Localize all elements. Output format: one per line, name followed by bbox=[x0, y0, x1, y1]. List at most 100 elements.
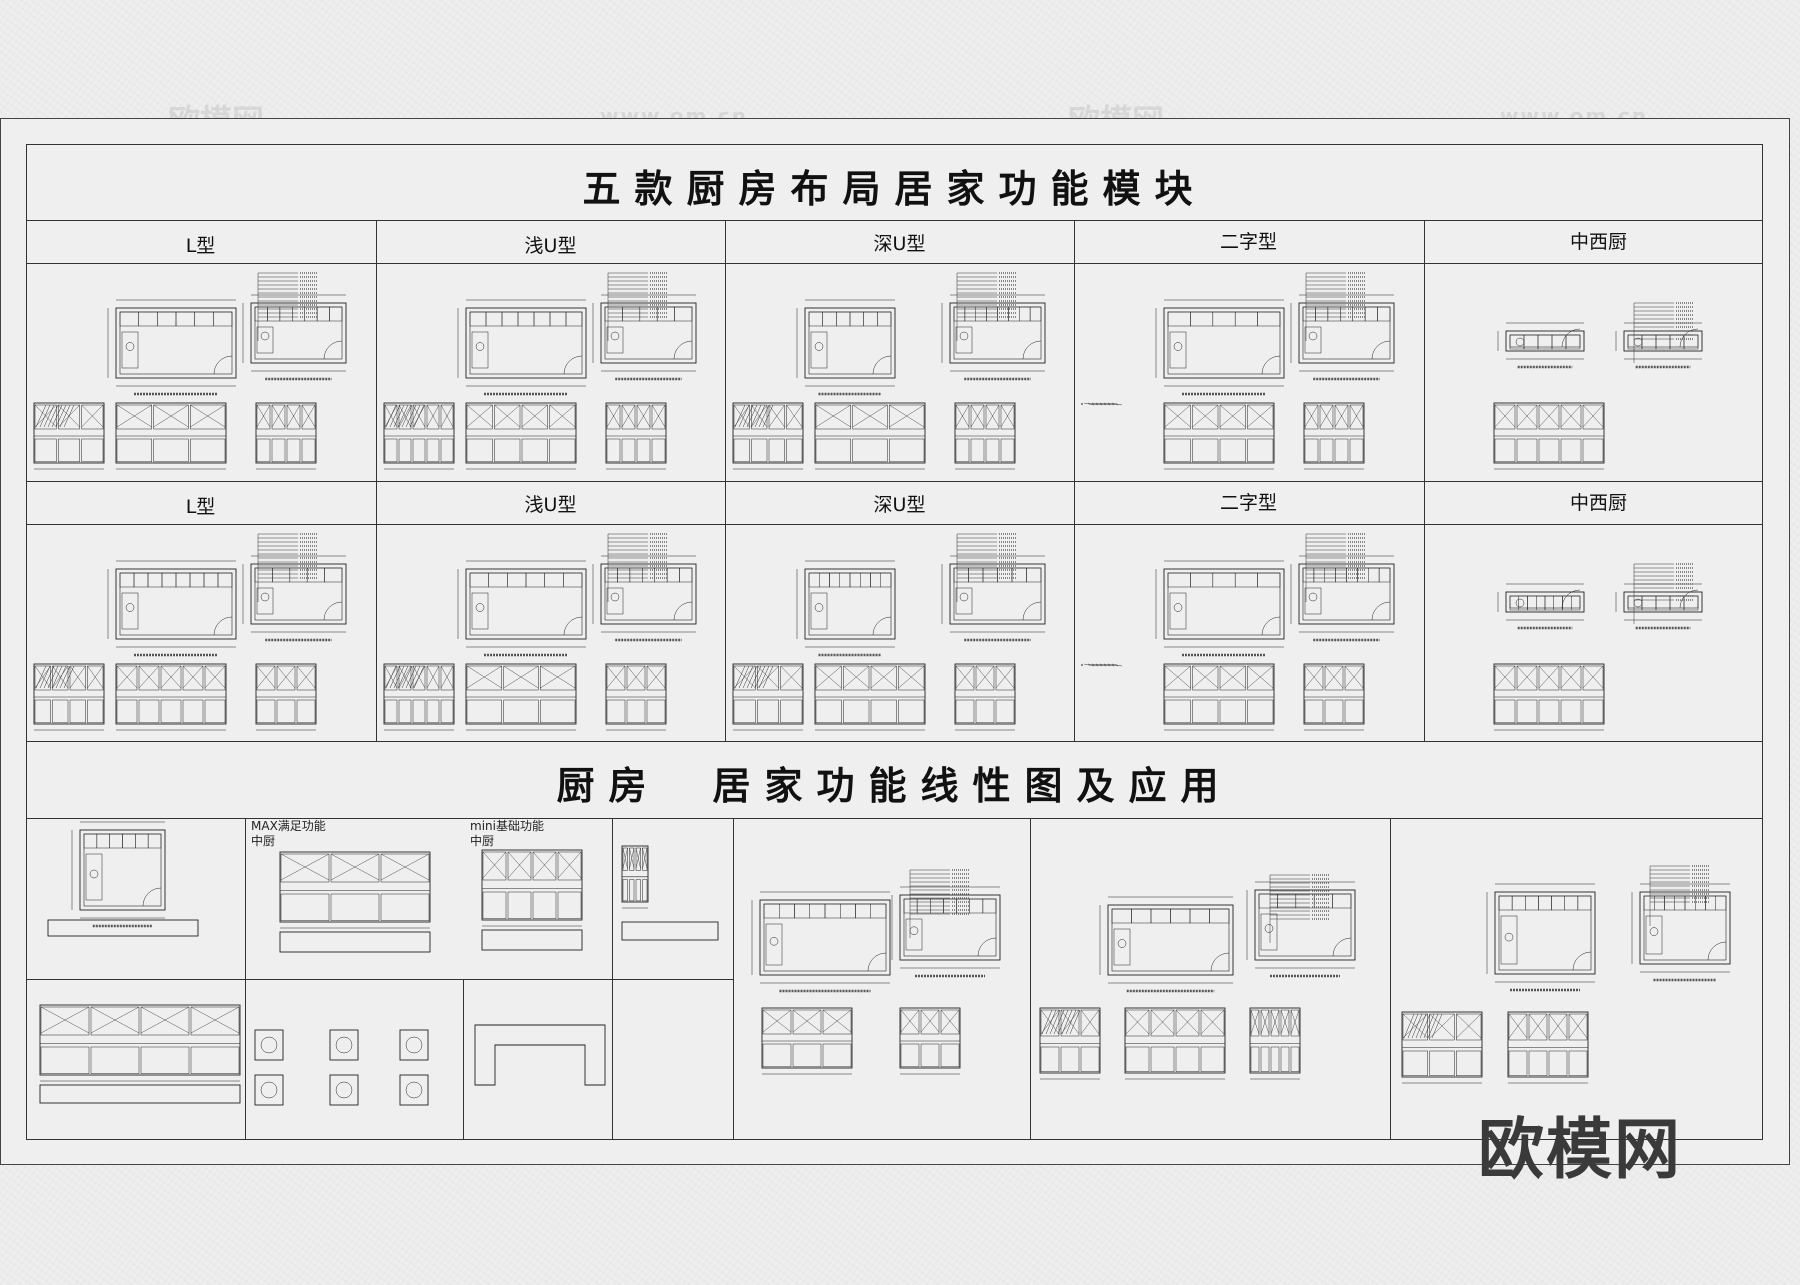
upper-cabinet bbox=[532, 851, 557, 881]
window-hatch bbox=[742, 665, 754, 689]
door-swing bbox=[1679, 328, 1699, 348]
elevation-outline bbox=[33, 663, 105, 725]
floor-plan-wall bbox=[1167, 572, 1281, 636]
cabinet-module bbox=[316, 306, 330, 322]
base-cabinet bbox=[557, 891, 582, 919]
upper-cabinet bbox=[1080, 1009, 1100, 1037]
side-counter bbox=[955, 326, 973, 354]
floor-plan-wall bbox=[1498, 895, 1592, 971]
cabinet-module bbox=[982, 898, 997, 914]
elevation-outline bbox=[814, 663, 926, 725]
plan-strip bbox=[279, 931, 431, 953]
upper-cabinet bbox=[1164, 404, 1191, 430]
appliance-symbol bbox=[329, 1074, 359, 1106]
base-cabinet bbox=[521, 438, 548, 463]
sink-symbol bbox=[1515, 598, 1525, 608]
door-swing bbox=[1022, 340, 1042, 360]
side-counter bbox=[121, 592, 139, 630]
side-counter bbox=[256, 587, 274, 615]
window-hatch bbox=[1083, 402, 1095, 406]
cabinet-cross bbox=[296, 665, 316, 689]
base-cabinet bbox=[482, 891, 507, 919]
floor-plan-outline bbox=[465, 307, 587, 379]
floor-plan-outline bbox=[1107, 904, 1234, 976]
cabinet-module bbox=[836, 311, 851, 327]
door-swing bbox=[323, 601, 343, 621]
cabinet-module bbox=[656, 306, 675, 322]
upper-cabinet bbox=[985, 404, 1000, 430]
window-hatch bbox=[1087, 663, 1099, 667]
sink-symbol bbox=[1173, 342, 1183, 351]
base-cabinet bbox=[1304, 438, 1319, 463]
base-cabinet bbox=[762, 1043, 792, 1068]
elevation-outline bbox=[899, 1007, 961, 1069]
cabinet-cross bbox=[920, 1009, 940, 1033]
base-cabinet bbox=[1250, 1046, 1260, 1072]
base-cabinet bbox=[1344, 699, 1364, 724]
floor-plan-outline bbox=[1623, 591, 1703, 613]
cabinet-cross bbox=[1080, 1009, 1100, 1035]
elevation-outline bbox=[954, 663, 1016, 725]
base-cabinet bbox=[40, 1046, 90, 1074]
cabinet-module bbox=[517, 311, 535, 327]
cabinet-module bbox=[808, 311, 823, 327]
upper-cabinet bbox=[1494, 404, 1516, 430]
label-mini-text: mini基础功能 bbox=[470, 819, 544, 833]
cabinet-cross bbox=[1582, 665, 1604, 689]
window-hatch bbox=[43, 404, 55, 428]
upper-cabinet bbox=[466, 404, 493, 430]
elevation-outline bbox=[383, 402, 455, 464]
upper-cabinet bbox=[1548, 1013, 1568, 1041]
window-hatch bbox=[47, 404, 59, 428]
upper-cabinet bbox=[256, 665, 276, 691]
cabinet-module bbox=[525, 572, 545, 588]
cabinet-cross bbox=[985, 404, 1000, 428]
window-hatch bbox=[389, 404, 401, 428]
base-cabinet bbox=[1456, 1050, 1482, 1076]
upper-cabinet bbox=[1582, 404, 1604, 430]
cabinet-module bbox=[1577, 895, 1592, 911]
upper-cabinet bbox=[1334, 404, 1349, 430]
window-hatch bbox=[738, 404, 750, 428]
floor-plan-wall bbox=[1509, 334, 1581, 348]
window-hatch bbox=[758, 404, 770, 428]
upper-cabinet bbox=[852, 404, 888, 430]
base-cabinet bbox=[426, 438, 440, 463]
cabinet-cross bbox=[1494, 665, 1516, 689]
base-cabinet bbox=[768, 438, 785, 463]
upper-cabinet bbox=[1324, 665, 1344, 691]
upper-cabinet bbox=[140, 1006, 190, 1036]
base-cabinet bbox=[985, 438, 1000, 463]
base-cabinet bbox=[87, 699, 104, 724]
base-cabinet bbox=[1304, 699, 1324, 724]
floor-plan-outline bbox=[1298, 563, 1395, 625]
cabinet-cross bbox=[330, 853, 380, 881]
side-counter bbox=[471, 331, 489, 369]
side-counter bbox=[85, 853, 103, 901]
cabinet-module bbox=[1277, 893, 1297, 909]
base-cabinet bbox=[1508, 1050, 1528, 1076]
base-cabinet bbox=[629, 879, 635, 902]
window-hatch bbox=[746, 404, 758, 428]
cabinet-module bbox=[1378, 567, 1391, 583]
cabinet-module bbox=[1234, 572, 1258, 588]
cabinet-module bbox=[679, 567, 693, 583]
window-hatch bbox=[47, 665, 59, 689]
window-hatch bbox=[393, 404, 405, 428]
label-mini-sub: 中厨 bbox=[470, 834, 495, 848]
upper-cabinet bbox=[995, 665, 1015, 691]
cabinet-cross bbox=[398, 404, 412, 428]
window-hatch bbox=[409, 665, 421, 689]
upper-cabinet bbox=[271, 404, 286, 430]
cabinet-module bbox=[96, 833, 110, 849]
cabinet-cross bbox=[1456, 1013, 1482, 1039]
cabinet-cross bbox=[494, 404, 521, 428]
door-swing bbox=[1261, 355, 1281, 375]
upper-cabinet bbox=[733, 665, 756, 691]
cabinet-module bbox=[1313, 893, 1333, 909]
column-header-galley: 二字型 bbox=[1219, 231, 1277, 253]
appliance-symbol bbox=[399, 1029, 429, 1061]
cabinet-cross bbox=[622, 847, 628, 869]
cabinet-cross bbox=[1080, 402, 1084, 406]
sink-symbol bbox=[610, 592, 620, 602]
